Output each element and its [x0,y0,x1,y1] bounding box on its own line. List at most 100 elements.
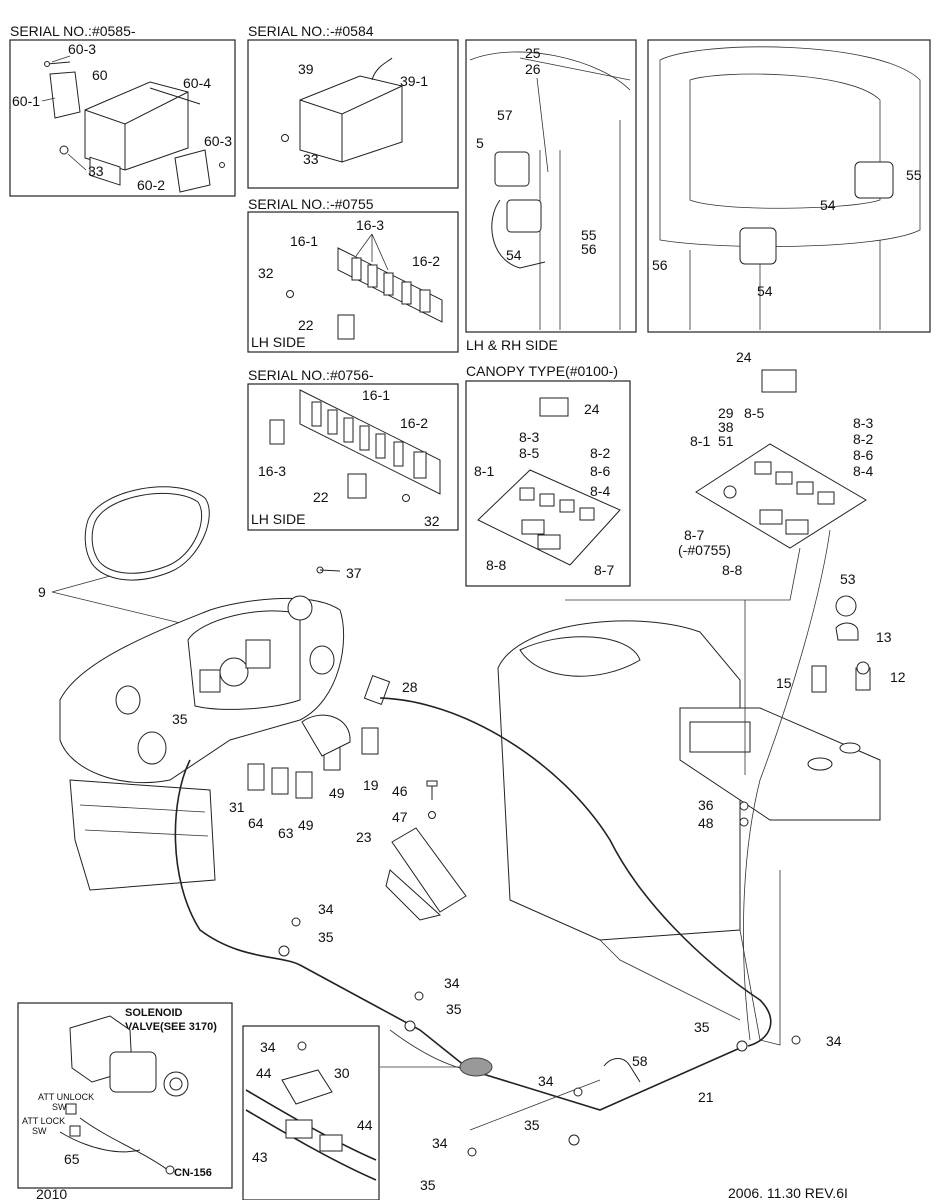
footer-page-number: 2010 [36,1186,67,1200]
callout-49: 49 [329,785,345,801]
panel-serial-0756: SERIAL NO.:#0756- 16-1 16-2 16-3 22 32 L… [247,367,459,531]
callout-8-4: 8-4 [853,463,873,479]
clamp-44 [285,1119,313,1139]
cable-39-1 [371,57,393,81]
panel-frame [9,39,236,197]
switch-panel [477,469,621,566]
callout-34: 34 [318,901,334,917]
switch-slot [343,417,354,443]
switch-connector [69,1125,81,1137]
panel-title-0756: SERIAL NO.:#0756- [248,367,374,383]
callout-8-5: 8-5 [744,405,764,421]
rocker-switch [337,314,355,340]
screw-icon [219,162,225,168]
panel-title-0584: SERIAL NO.:-#0584 [248,23,374,39]
speaker-54 [739,227,777,265]
panel-title-canopy: CANOPY TYPE(#0100-) [466,363,618,379]
panel-title-0755: SERIAL NO.:-#0755 [248,196,374,212]
blank-cover [269,419,285,445]
callout-46: 46 [392,783,408,799]
panel-serial-0585: SERIAL NO.:#0585- 60-3 60 60-4 60-1 33 6… [9,23,236,197]
callout-53: 53 [840,571,856,587]
callout-30: 30 [334,1065,350,1081]
display [199,669,221,693]
callout-32: 32 [424,513,440,529]
console-top-right [679,707,881,821]
key-switch [723,485,737,499]
connector-58 [603,1058,641,1083]
callout-44: 44 [256,1065,272,1081]
bolt-icon [291,917,301,927]
callout-21: 21 [698,1089,714,1105]
switch-panel [695,443,867,549]
bezel-9 [84,486,210,581]
callout-8-4: 8-4 [590,483,610,499]
gauge-top [287,595,313,621]
pedal-base [385,869,442,921]
panel-frame [465,39,637,333]
callout-8-7: 8-7 [684,527,704,543]
bolt-icon [467,1147,477,1157]
callout-9: 9 [38,584,46,600]
switch [539,493,555,507]
callout-34: 34 [826,1033,842,1049]
callout-47: 47 [392,809,408,825]
gauge-left [115,685,141,715]
panel-caption: LH & RH SIDE [466,337,558,353]
gauge [219,657,249,687]
callout-34: 34 [444,975,460,991]
callout-12: 12 [890,669,906,685]
callout-64: 64 [248,815,264,831]
callout-39: 39 [298,61,314,77]
callout-60-1: 60-1 [12,93,40,109]
cluster-face [187,610,301,710]
bracket-30 [281,1069,333,1105]
label-att-unlock: ATT UNLOCK [38,1092,94,1102]
bolt-icon [59,145,69,155]
washer-icon [428,811,436,819]
callout-29: 29 [718,405,734,421]
bolt-icon [426,780,438,787]
cap-13 [835,622,859,641]
gauge-left [137,731,167,765]
gauge-right [309,645,335,675]
speaker-54 [854,161,894,199]
right-switch-panel: 24 29 38 51 8-5 8-1 8-3 8-2 8-6 8-4 8-7 … [678,349,873,578]
callout-8-2: 8-2 [853,431,873,447]
callout-31: 31 [229,799,245,815]
panel-side-label: LH SIDE [251,334,305,350]
panel-frame [247,39,459,189]
clamp-icon [278,945,290,957]
washer-icon [739,801,749,811]
callout-55: 55 [581,227,597,243]
callout-8-1: 8-1 [690,433,710,449]
panel-frame [465,380,631,587]
washer-icon [739,817,749,827]
switch-slot [401,281,412,305]
callout-16-1: 16-1 [362,387,390,403]
callout-56: 56 [652,257,668,273]
callout-24: 24 [736,349,752,365]
callout-13: 13 [876,629,892,645]
callout-26: 26 [525,61,541,77]
callout-8-5: 8-5 [519,445,539,461]
callout-8-7-note: (-#0755) [678,542,731,558]
bolt-icon [414,991,424,1001]
panel-serial-0584: SERIAL NO.:-#0584 39 39-1 33 [247,23,459,189]
panel-frame [647,39,931,333]
callout-23: 23 [356,829,372,845]
indicator [759,509,783,525]
inset-title: SOLENOID [125,1007,183,1019]
cover-49 [295,771,313,799]
callout-8-8: 8-8 [722,562,742,578]
label-att-unlock-sw: SW [52,1102,67,1112]
dashboard-assembly: 9 37 28 35 31 64 63 49 49 19 [38,486,418,891]
inset-frame [17,1002,233,1189]
socket-hole [807,757,833,771]
callout-55: 55 [906,167,922,183]
callout-16-3: 16-3 [258,463,286,479]
callout-58: 58 [632,1053,648,1069]
callout-34: 34 [432,1135,448,1151]
callout-57: 57 [497,107,513,123]
